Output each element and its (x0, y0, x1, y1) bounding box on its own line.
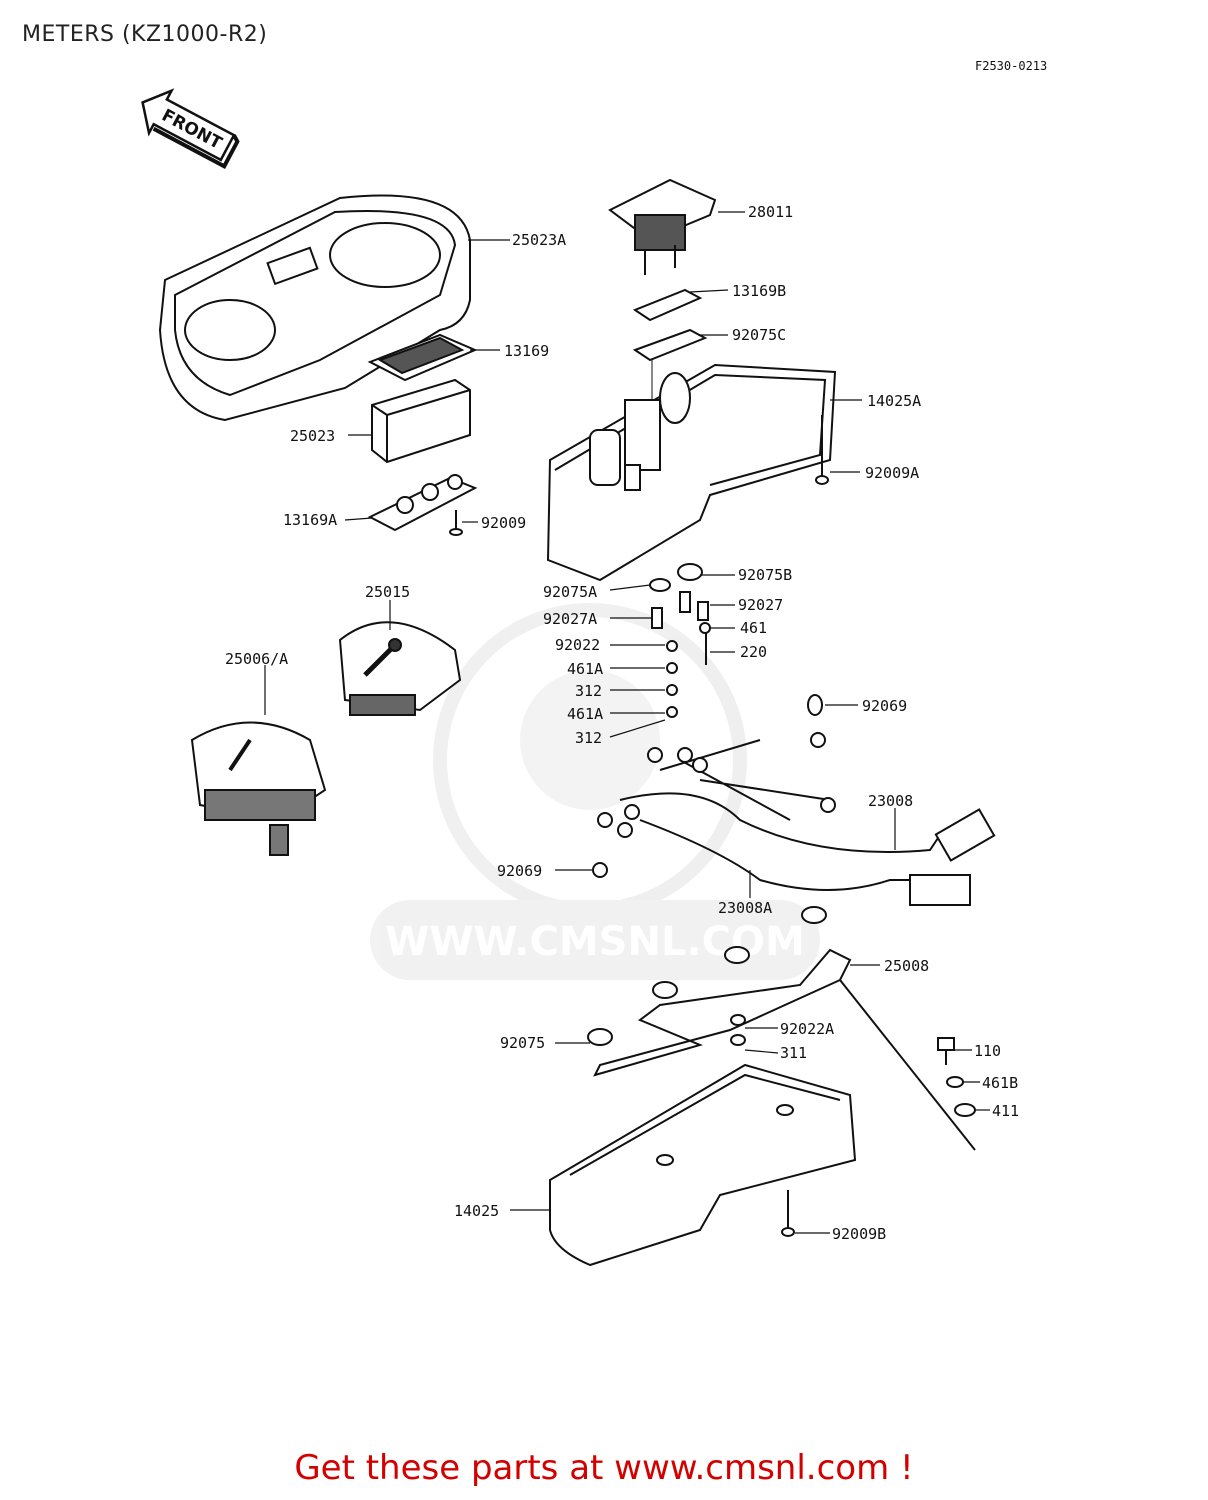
label-312-2: 312 (575, 729, 602, 747)
label-92069-2: 92069 (497, 862, 542, 880)
hardware-stack (649, 563, 711, 718)
speedometer (338, 621, 462, 716)
meter-housing (158, 194, 471, 422)
label-92027A: 92027A (543, 610, 597, 628)
front-arrow-icon: FRONT (141, 88, 240, 169)
meter-bracket (587, 906, 852, 1077)
label-220: 220 (740, 643, 767, 661)
label-92075B: 92075B (738, 566, 792, 584)
damper-92075C (632, 328, 708, 362)
watermark: WWW.CMSNL.COM (370, 603, 820, 980)
label-110: 110 (974, 1042, 1001, 1060)
label-25008: 25008 (884, 957, 929, 975)
label-311: 311 (780, 1044, 807, 1062)
screw-92009B (781, 1190, 795, 1237)
label-14025A: 14025A (867, 392, 921, 410)
part-labels: 28011 13169B 92075C 14025A 92009A 25023A… (225, 203, 1019, 1243)
label-25023A: 25023A (512, 231, 566, 249)
label-25006A: 25006/A (225, 650, 288, 668)
screw-set-right (839, 979, 976, 1151)
upper-meter-case (546, 363, 837, 582)
label-92069-1: 92069 (862, 697, 907, 715)
label-13169: 13169 (504, 342, 549, 360)
label-13169A: 13169A (283, 511, 337, 529)
label-92009B: 92009B (832, 1225, 886, 1243)
label-92027: 92027 (738, 596, 783, 614)
lower-meter-cover (549, 1063, 857, 1267)
screw-92009A (815, 415, 829, 485)
label-92022: 92022 (555, 636, 600, 654)
tachometer (190, 721, 327, 856)
label-92075C: 92075C (732, 326, 786, 344)
label-92009: 92009 (481, 514, 526, 532)
label-92009A: 92009A (865, 464, 919, 482)
label-92075A: 92075A (543, 583, 597, 601)
label-461A-1: 461A (567, 660, 603, 678)
label-25015: 25015 (365, 583, 410, 601)
label-312-1: 312 (575, 682, 602, 700)
label-461A-2: 461A (567, 705, 603, 723)
figure-code: F2530-0213 (975, 59, 1047, 73)
label-13169B: 13169B (732, 282, 786, 300)
label-28011: 28011 (748, 203, 793, 221)
label-25023: 25023 (290, 427, 335, 445)
plate-13169B (632, 288, 703, 322)
display-unit (371, 378, 471, 464)
wire-harness (592, 732, 996, 906)
label-92075: 92075 (500, 1034, 545, 1052)
screw-92009 (449, 510, 463, 536)
label-461: 461 (740, 619, 767, 637)
label-14025: 14025 (454, 1202, 499, 1220)
page-title: METERS (KZ1000-R2) (22, 22, 268, 47)
footer-link[interactable]: Get these parts at www.cmsnl.com ! (294, 1448, 914, 1488)
label-23008A: 23008A (718, 899, 772, 917)
label-92022A: 92022A (780, 1020, 834, 1038)
mount-bracket (608, 178, 717, 275)
bulb-92069 (807, 694, 823, 716)
label-461B: 461B (982, 1074, 1018, 1092)
label-411: 411 (992, 1102, 1019, 1120)
leader-lines (264, 211, 990, 1234)
label-23008: 23008 (868, 792, 913, 810)
bulb-holder-bracket (367, 474, 478, 532)
